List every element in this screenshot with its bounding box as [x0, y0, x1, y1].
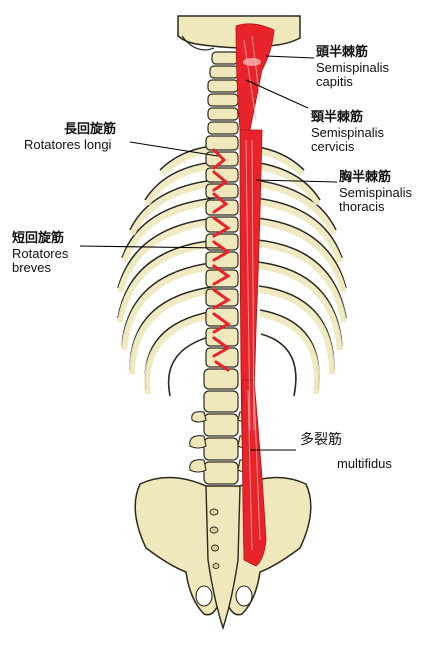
- label-en: Semispinalis: [311, 124, 384, 140]
- label-jp: 胸半棘筋: [339, 170, 392, 185]
- label-jp: 頭半棘筋: [316, 45, 369, 60]
- label-en: Semispinalis: [339, 184, 412, 200]
- rib-cage-right-fill: [251, 147, 347, 395]
- label-en: breves: [12, 260, 52, 276]
- sacrum: [205, 485, 241, 631]
- sacral-foramina: [209, 508, 220, 570]
- label-semispinalis-cervicis: 頸半棘筋 Semispinalis cervicis: [311, 110, 384, 155]
- muscle-fiber-stripes: [243, 35, 261, 551]
- label-jp: 長回旋筋: [64, 122, 117, 137]
- label-jp: 多裂筋: [300, 432, 342, 448]
- label-rotatores-longi: 長回旋筋 Rotatores longi: [24, 122, 117, 152]
- occipital-left-condyle: [181, 35, 215, 51]
- label-en: multifidus: [337, 455, 392, 471]
- vertebral-column: [203, 51, 239, 485]
- label-semispinalis-capitis: 頭半棘筋 Semispinalis capitis: [316, 45, 389, 90]
- rib-cage-left-fill: [117, 147, 221, 395]
- muscle-highlight: [243, 58, 261, 66]
- label-multifidus: 多裂筋 multifidus: [300, 432, 392, 471]
- label-en: thoracis: [339, 199, 385, 215]
- label-en: Semispinalis: [316, 59, 389, 75]
- rotatores-muscles: [212, 148, 231, 372]
- label-semispinalis-thoracis: 胸半棘筋 Semispinalis thoracis: [339, 170, 412, 215]
- leader-lines: [79, 55, 338, 451]
- label-rotatores-breves: 短回旋筋 Rotatores breves: [12, 231, 69, 276]
- label-en: cervicis: [311, 139, 355, 155]
- label-jp: 短回旋筋: [12, 231, 65, 246]
- label-en: Rotatores longi: [24, 136, 112, 152]
- label-en: capitis: [316, 74, 353, 90]
- multifidus-muscle: [241, 379, 267, 567]
- label-jp: 頸半棘筋: [311, 110, 364, 125]
- obturator-foramina: [195, 585, 253, 607]
- label-en: Rotatores: [12, 245, 69, 261]
